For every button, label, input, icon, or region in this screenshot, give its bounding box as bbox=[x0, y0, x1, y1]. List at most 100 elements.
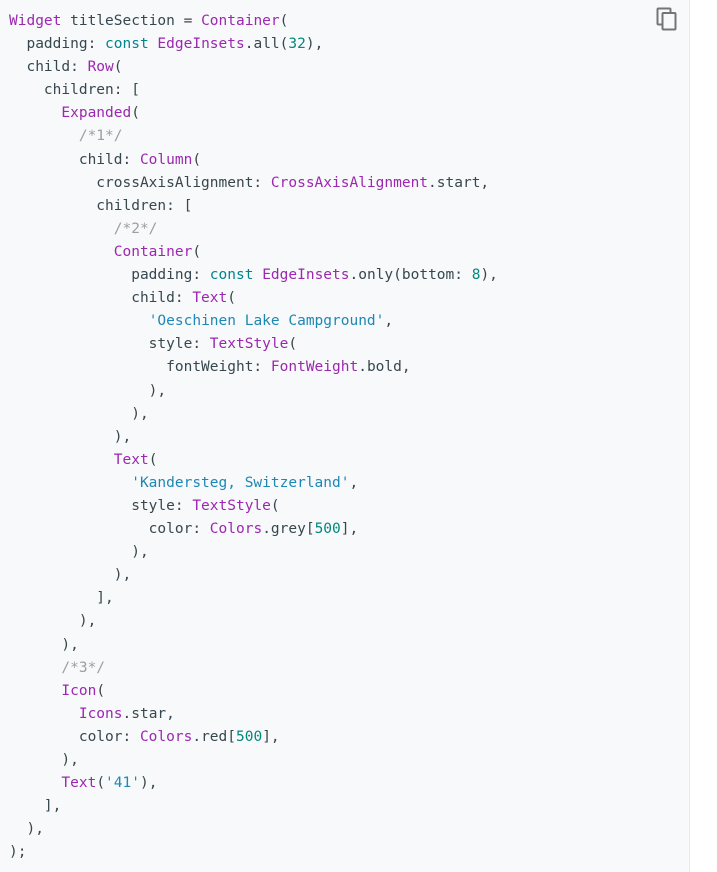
code-token: Colors bbox=[139, 728, 193, 745]
code-token: color: bbox=[9, 728, 140, 745]
code-token: ( bbox=[96, 775, 106, 792]
code-token: Column bbox=[139, 151, 193, 168]
code-token: 'Kandersteg, Switzerland' bbox=[131, 474, 350, 491]
code-token: .star, bbox=[122, 705, 175, 722]
code-token: ), bbox=[9, 821, 44, 838]
code-token: children: [ bbox=[9, 82, 140, 99]
code-token: fontWeight: bbox=[9, 359, 271, 376]
code-line: ), bbox=[9, 610, 498, 633]
code-line: style: TextStyle( bbox=[9, 495, 498, 518]
code-token: child: bbox=[9, 59, 88, 76]
code-token: style: bbox=[9, 497, 193, 514]
code-token: ( bbox=[192, 243, 202, 260]
code-token: style: bbox=[9, 336, 210, 353]
code-line: 'Kandersteg, Switzerland', bbox=[9, 472, 498, 495]
code-token: 500 bbox=[236, 728, 263, 745]
code-token: color: bbox=[9, 521, 210, 538]
code-token: ( bbox=[96, 682, 106, 699]
code-line: Text( bbox=[9, 449, 498, 472]
code-line: ), bbox=[9, 380, 498, 403]
code-token: children: [ bbox=[9, 197, 193, 214]
code-line: ), bbox=[9, 564, 498, 587]
code-token: padding: bbox=[9, 267, 210, 284]
code-token: ( bbox=[148, 451, 158, 468]
code-line: ], bbox=[9, 587, 498, 610]
copy-button[interactable] bbox=[652, 4, 682, 34]
code-token: .start, bbox=[428, 174, 490, 191]
code-line: Widget titleSection = Container( bbox=[9, 10, 498, 33]
code-token bbox=[253, 267, 262, 283]
code-line: ), bbox=[9, 426, 498, 449]
code-line: child: Text( bbox=[9, 287, 498, 310]
code-token: Row bbox=[87, 59, 114, 76]
code-token: ( bbox=[279, 13, 289, 29]
code-token: crossAxisAlignment: bbox=[9, 174, 271, 191]
code-line: /*3*/ bbox=[9, 657, 498, 680]
code-token: ( bbox=[227, 290, 236, 307]
code-token: ( bbox=[113, 59, 123, 76]
code-token: ], bbox=[9, 590, 114, 607]
code-token: ( bbox=[131, 105, 140, 122]
code-token: ], bbox=[340, 521, 359, 538]
code-line: 'Oeschinen Lake Campground', bbox=[9, 310, 498, 333]
code-line: color: Colors.red[500], bbox=[9, 726, 498, 749]
code-block: Widget titleSection = Container( padding… bbox=[9, 0, 690, 872]
code-token: ), bbox=[9, 428, 132, 445]
code-token: .grey[ bbox=[262, 521, 315, 538]
code-content: Widget titleSection = Container( padding… bbox=[9, 10, 498, 864]
code-token: Container bbox=[113, 243, 193, 260]
code-token: /*2*/ bbox=[113, 220, 158, 237]
code-line: Expanded( bbox=[9, 102, 498, 125]
code-token: const bbox=[105, 36, 149, 53]
code-token: CrossAxisAlignment bbox=[270, 174, 429, 191]
code-token: ( bbox=[270, 497, 280, 514]
code-line: Text('41'), bbox=[9, 772, 498, 795]
code-token: Icons bbox=[78, 705, 123, 722]
code-token: ), bbox=[9, 405, 149, 422]
code-token bbox=[9, 683, 61, 699]
code-line: padding: const EdgeInsets.only(bottom: 8… bbox=[9, 264, 498, 287]
code-token: child: bbox=[9, 290, 193, 307]
code-line: Container( bbox=[9, 241, 498, 264]
code-token: FontWeight bbox=[270, 359, 359, 376]
code-token: 'Oeschinen Lake Campground' bbox=[148, 313, 385, 330]
code-line: ), bbox=[9, 403, 498, 426]
code-line: ), bbox=[9, 541, 498, 564]
code-line: ), bbox=[9, 749, 498, 772]
code-line: padding: const EdgeInsets.all(32), bbox=[9, 33, 498, 56]
code-line: children: [ bbox=[9, 79, 498, 102]
code-token: Text bbox=[192, 290, 228, 307]
code-line: child: Row( bbox=[9, 56, 498, 79]
code-token: child: bbox=[9, 151, 140, 168]
code-token bbox=[9, 244, 114, 260]
code-token bbox=[9, 128, 79, 144]
code-token: ], bbox=[262, 728, 280, 745]
code-token: titleSection = bbox=[61, 13, 202, 29]
code-token: EdgeInsets bbox=[157, 36, 245, 53]
code-line: children: [ bbox=[9, 195, 498, 218]
code-line: ), bbox=[9, 818, 498, 841]
code-token bbox=[9, 475, 131, 491]
code-token bbox=[9, 221, 114, 237]
code-token bbox=[9, 706, 79, 722]
code-token: Colors bbox=[209, 521, 263, 538]
code-line: ); bbox=[9, 841, 498, 864]
code-token: .red[ bbox=[192, 728, 236, 745]
code-token: padding: bbox=[9, 36, 106, 53]
code-token: ), bbox=[9, 752, 79, 768]
code-token: ), bbox=[305, 36, 324, 53]
code-line: ], bbox=[9, 795, 498, 818]
code-token: .bold, bbox=[358, 359, 411, 376]
code-token: Text bbox=[113, 451, 149, 468]
code-token: EdgeInsets bbox=[262, 267, 350, 284]
code-token: /*3*/ bbox=[61, 659, 106, 676]
code-token: Icon bbox=[61, 682, 97, 699]
code-token: ), bbox=[9, 636, 79, 653]
code-token: ), bbox=[139, 775, 158, 792]
code-token: Container bbox=[201, 13, 280, 29]
code-token: TextStyle bbox=[209, 336, 289, 353]
copy-icon bbox=[656, 7, 677, 31]
code-token: .only(bottom: bbox=[349, 267, 472, 284]
code-token bbox=[9, 313, 149, 329]
code-token: , bbox=[384, 313, 394, 330]
